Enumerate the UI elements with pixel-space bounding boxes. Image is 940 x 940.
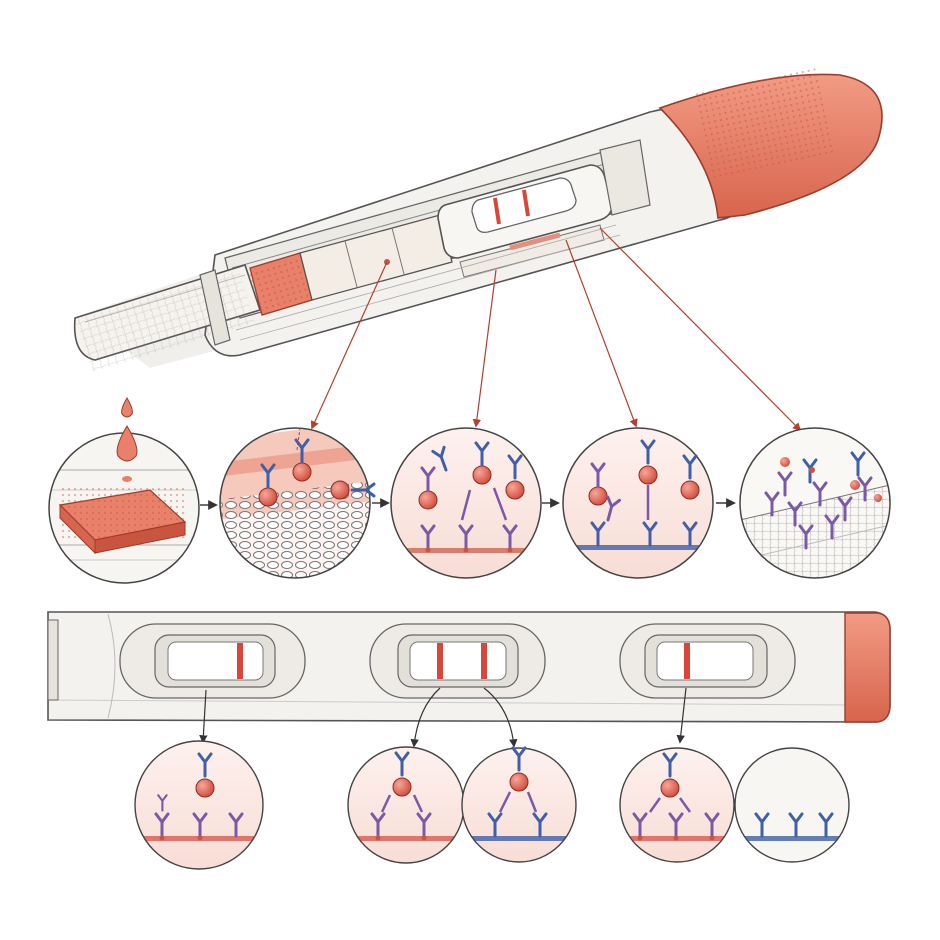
sample-drop-icon xyxy=(116,425,138,462)
result-window-1 xyxy=(119,623,306,699)
antibody-ball-complex xyxy=(258,427,376,507)
result-window-3 xyxy=(619,623,796,699)
excess-antibodies xyxy=(764,451,882,550)
step-circle-4 xyxy=(562,427,714,579)
result-window-2 xyxy=(369,623,546,699)
step-circle-1 xyxy=(48,397,200,584)
window-test-line xyxy=(493,197,501,225)
conjugate-pad xyxy=(299,214,453,301)
result-pointers xyxy=(199,687,687,748)
flow-arrows xyxy=(200,498,736,510)
step-circle-5 xyxy=(739,427,891,579)
strip-cap xyxy=(844,612,891,723)
control-antibodies xyxy=(588,439,700,547)
step-circle-3 xyxy=(390,427,542,579)
result-inset-4 xyxy=(619,747,735,863)
sample-drop-icon xyxy=(121,397,133,418)
pointer-arrows xyxy=(310,227,802,432)
result-line xyxy=(237,643,243,679)
result-line xyxy=(437,643,443,679)
result-line xyxy=(481,643,487,679)
captured-antibodies xyxy=(418,441,525,554)
window-control-line xyxy=(522,189,530,217)
result-inset-5 xyxy=(734,747,850,863)
step-circle-2 xyxy=(219,427,376,579)
result-inset-3 xyxy=(461,746,577,863)
result-inset-1 xyxy=(134,740,264,870)
result-inset-2 xyxy=(347,746,465,864)
result-line xyxy=(684,643,690,679)
result-strip xyxy=(47,611,891,723)
test-device-cutaway xyxy=(73,67,883,373)
